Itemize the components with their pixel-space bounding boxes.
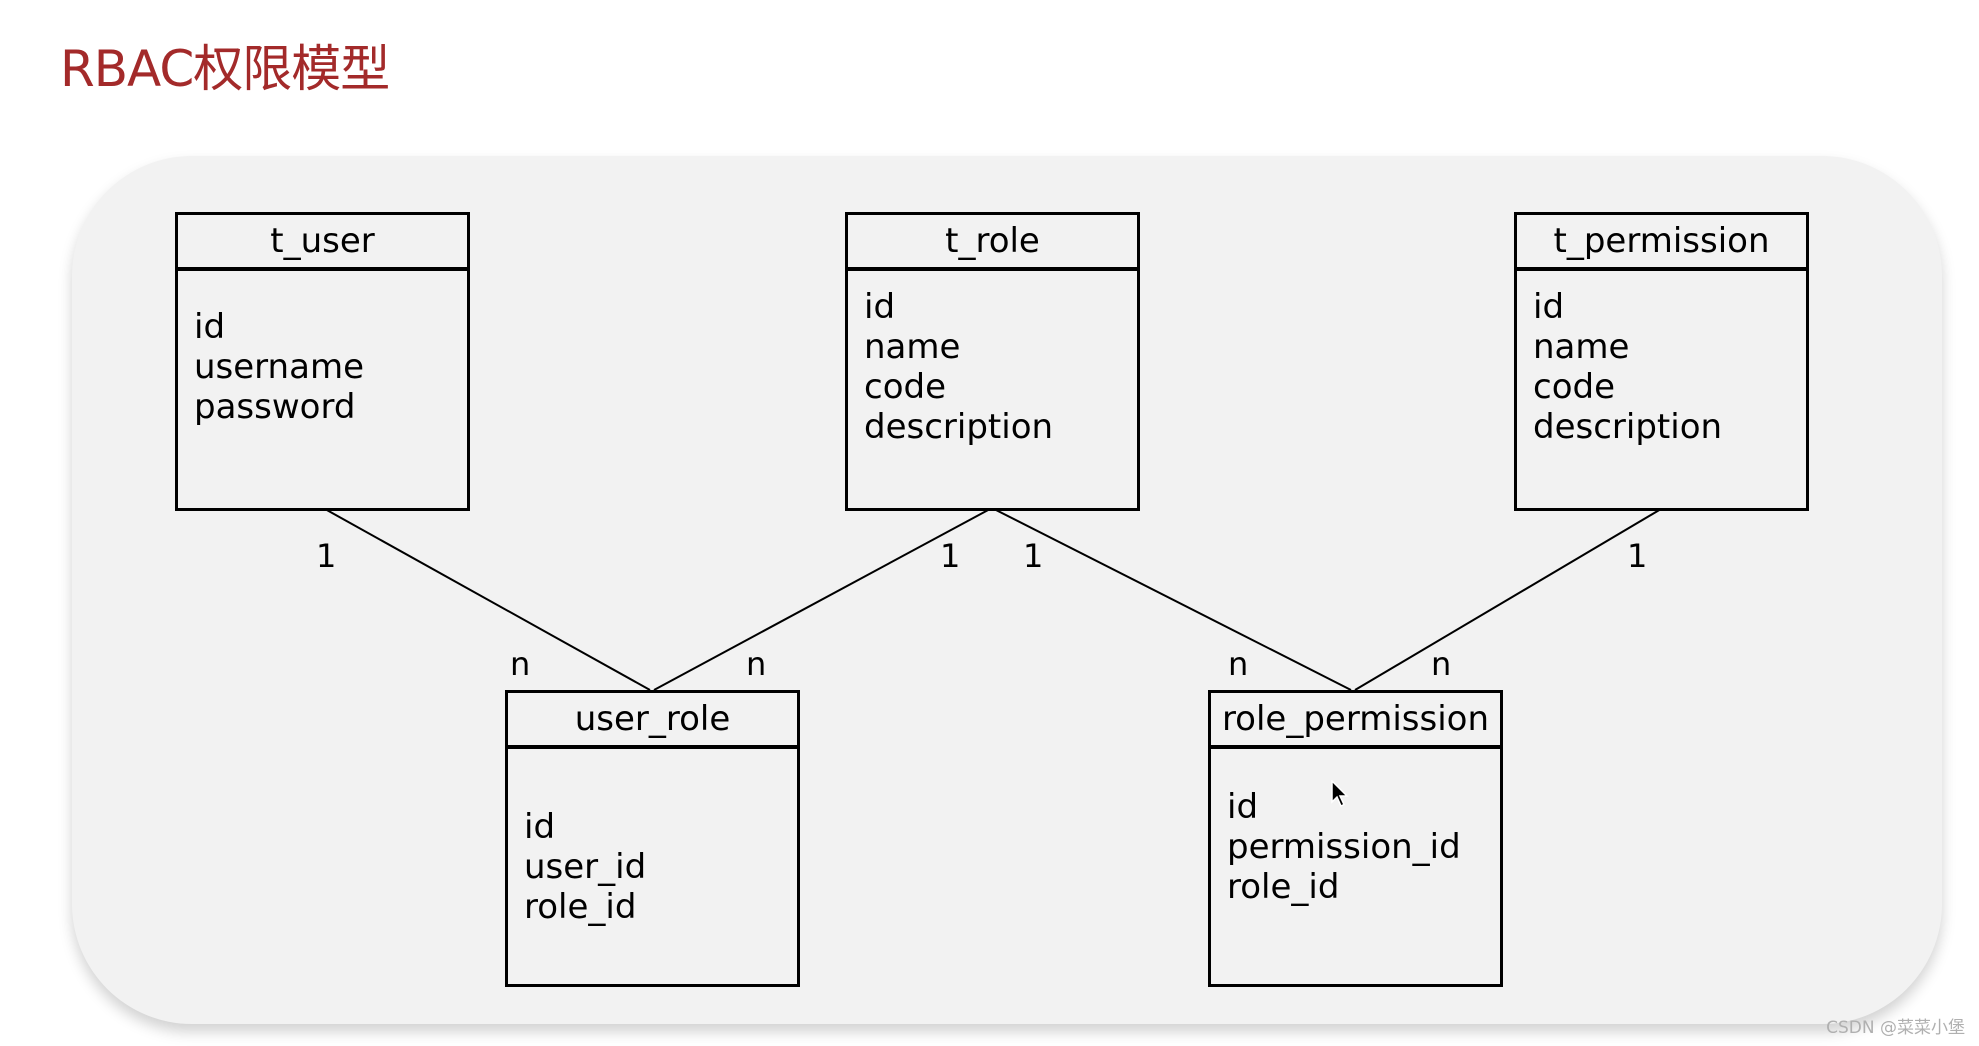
- field-code: code: [1533, 367, 1615, 407]
- field-username: username: [194, 347, 364, 387]
- entity-header-t-user: t_user: [178, 215, 467, 271]
- entity-fields-t-permission: id name code description: [1517, 271, 1806, 447]
- field-id: id: [1533, 287, 1565, 327]
- mult-user-role-n-right: n: [746, 645, 767, 683]
- line-permission-to-role-permission: [1354, 508, 1662, 691]
- line-role-to-role-permission: [993, 508, 1352, 691]
- entity-fields-t-role: id name code description: [848, 271, 1137, 447]
- field-password: password: [194, 387, 356, 427]
- entity-t-role: t_role id name code description: [845, 212, 1140, 511]
- entity-fields-role-permission: id permission_id role_id: [1211, 749, 1500, 907]
- field-id: id: [194, 307, 226, 347]
- entity-header-t-role: t_role: [848, 215, 1137, 271]
- entity-role-permission: role_permission id permission_id role_id: [1208, 690, 1503, 987]
- mouse-pointer-icon: [1331, 780, 1349, 808]
- entity-header-t-permission: t_permission: [1517, 215, 1806, 271]
- field-role-id: role_id: [524, 887, 637, 927]
- mult-t-user-1: 1: [316, 537, 337, 575]
- field-name: name: [1533, 327, 1630, 367]
- entity-header-user-role: user_role: [508, 693, 797, 749]
- watermark: CSDN @菜菜小堡: [1826, 1018, 1965, 1038]
- field-code: code: [864, 367, 946, 407]
- entity-header-role-permission: role_permission: [1211, 693, 1500, 749]
- field-user-id: user_id: [524, 847, 647, 887]
- slide-title: RBAC权限模型: [60, 40, 390, 98]
- entity-fields-user-role: id user_id role_id: [508, 749, 797, 927]
- entity-fields-t-user: id username password: [178, 271, 467, 427]
- field-id: id: [524, 807, 556, 847]
- field-id: id: [864, 287, 896, 327]
- mult-t-permission-1: 1: [1627, 537, 1648, 575]
- mult-t-role-1-left: 1: [940, 537, 961, 575]
- mult-role-permission-n-left: n: [1228, 645, 1249, 683]
- line-role-to-user-role: [653, 508, 991, 691]
- field-permission-id: permission_id: [1227, 827, 1461, 867]
- field-description: description: [1533, 407, 1723, 447]
- mult-t-role-1-right: 1: [1023, 537, 1044, 575]
- field-description: description: [864, 407, 1054, 447]
- field-role-id: role_id: [1227, 867, 1340, 907]
- entity-t-user: t_user id username password: [175, 212, 470, 511]
- mult-user-role-n-left: n: [510, 645, 531, 683]
- field-name: name: [864, 327, 961, 367]
- field-id: id: [1227, 787, 1259, 827]
- line-user-to-user-role: [324, 508, 651, 691]
- mult-role-permission-n-right: n: [1431, 645, 1452, 683]
- entity-t-permission: t_permission id name code description: [1514, 212, 1809, 511]
- entity-user-role: user_role id user_id role_id: [505, 690, 800, 987]
